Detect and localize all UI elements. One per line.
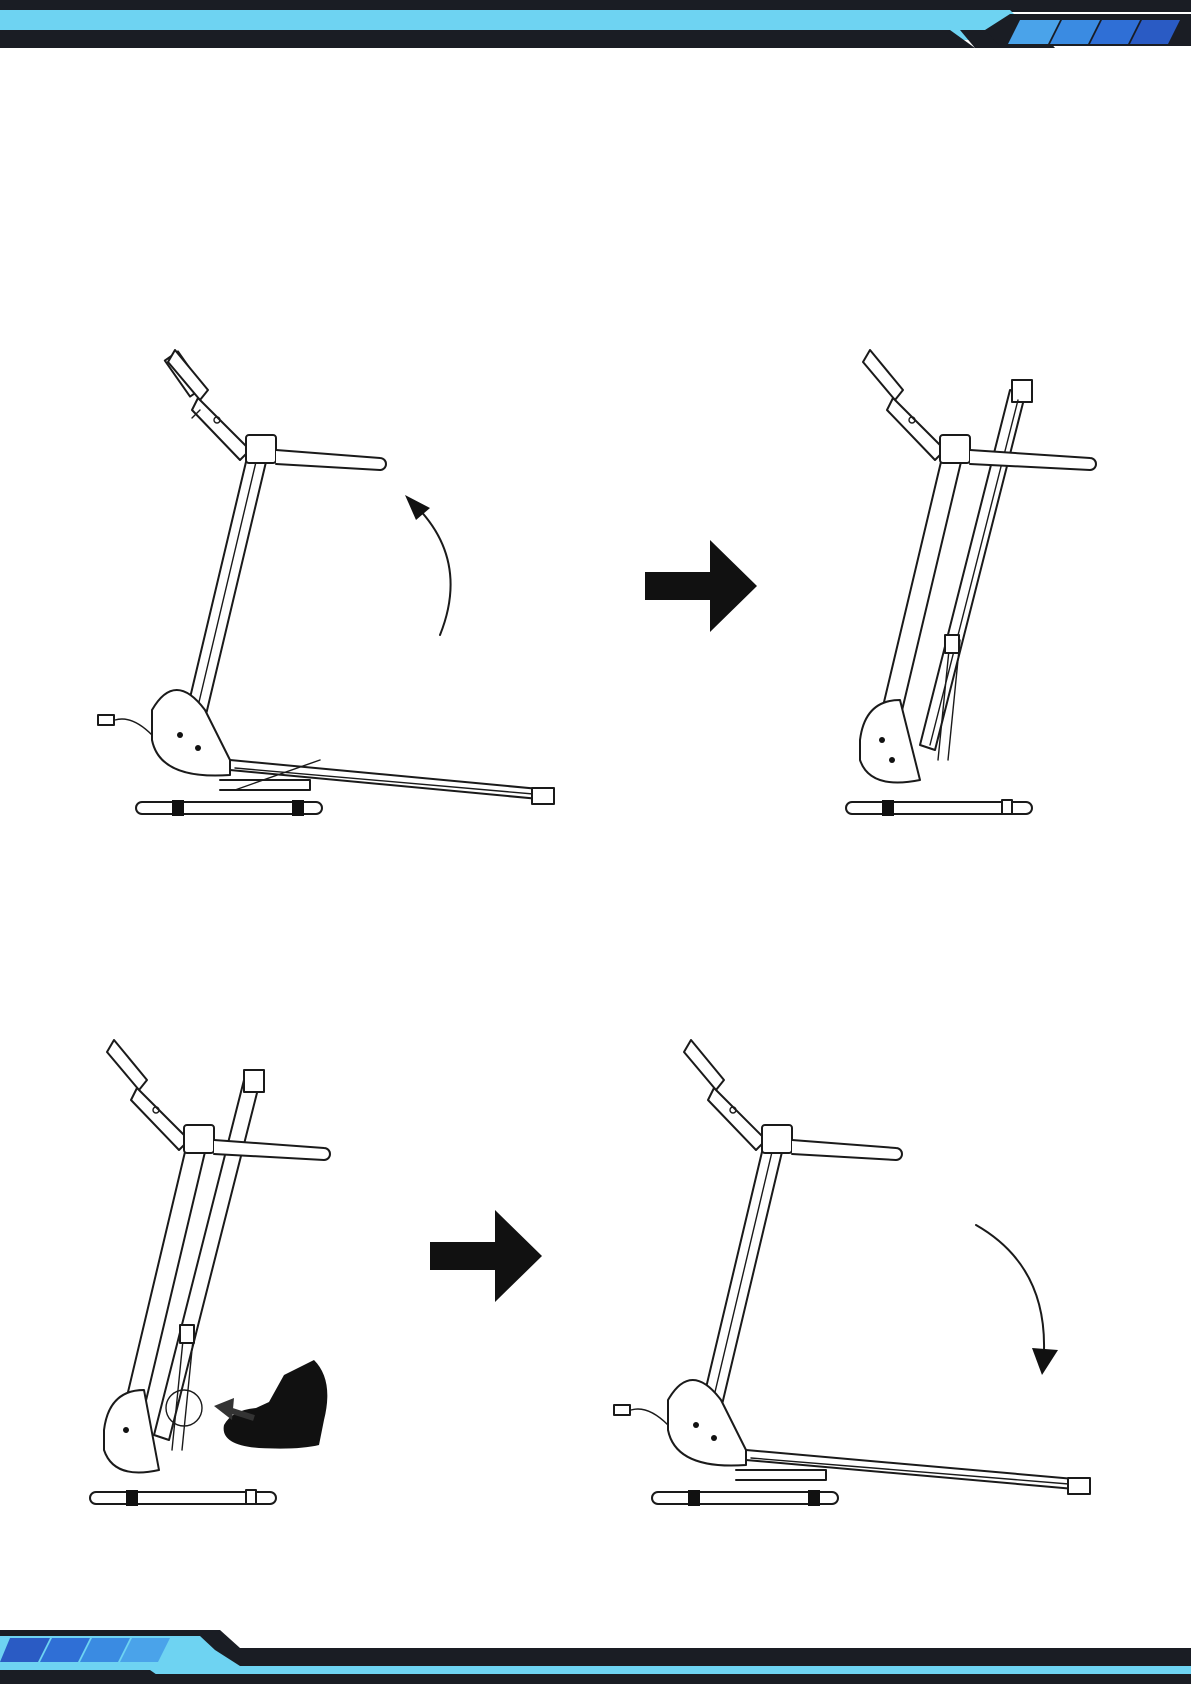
push-arrow-icon <box>214 1398 234 1420</box>
treadmill-folded-illustration <box>840 340 1100 820</box>
treadmill-folded-foot-illustration <box>84 1030 384 1510</box>
step-3-figure <box>84 1030 384 1510</box>
step-2-figure <box>840 340 1100 820</box>
transition-arrow-1 <box>645 540 757 632</box>
right-arrow-icon <box>645 540 757 632</box>
header-band <box>0 0 1191 48</box>
step-4-figure <box>596 1030 1136 1510</box>
treadmill-unfolded-lowering-illustration <box>596 1030 1136 1510</box>
lift-up-arrow-icon <box>415 505 451 635</box>
right-arrow-icon <box>430 1210 542 1302</box>
treadmill-unfolded-illustration <box>80 340 620 820</box>
step-1-figure <box>80 340 620 820</box>
lower-down-arrowhead-icon <box>1032 1348 1058 1375</box>
transition-arrow-2 <box>430 1210 542 1302</box>
foot-press-icon <box>224 1360 328 1449</box>
footer-band <box>0 1630 1191 1684</box>
lower-down-arrow-icon <box>976 1225 1044 1350</box>
